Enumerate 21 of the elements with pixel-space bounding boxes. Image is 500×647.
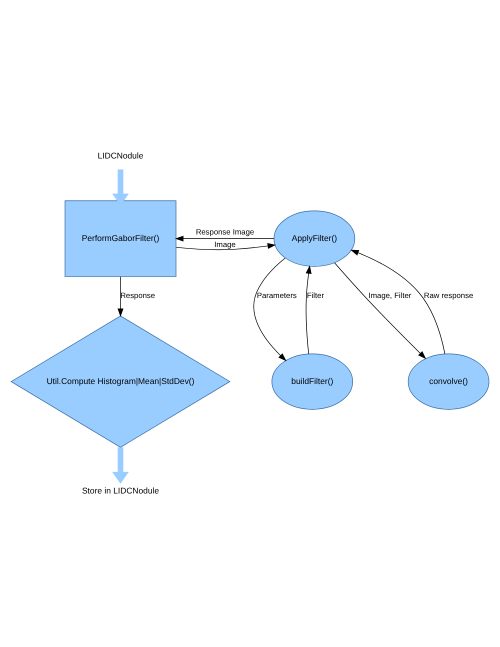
- edge-label: Filter: [306, 290, 324, 300]
- node-box: PerformGaborFilter(): [64, 200, 176, 276]
- node-ellipse: convolve(): [408, 353, 490, 410]
- arrow: [176, 242, 276, 250]
- arrow: [334, 262, 426, 359]
- arrow: [254, 257, 287, 361]
- arrow: [350, 249, 446, 354]
- arrow: [175, 235, 274, 242]
- edge-label: Image, Filter: [368, 290, 412, 300]
- edge-label: Raw response: [424, 290, 474, 300]
- arrow: [112, 446, 129, 484]
- node-text: LIDCNodule: [98, 150, 144, 160]
- node-diamond: Util.Compute Histogram|Mean|StdDev(): [10, 315, 231, 448]
- node-ellipse: ApplyFilter(): [274, 210, 356, 266]
- node-text: Store in LIDCNodule: [82, 485, 160, 496]
- edge-label: Response: [120, 290, 156, 300]
- edge-label: Image: [214, 239, 236, 248]
- edge-label: Response Image: [196, 226, 254, 236]
- arrow: [306, 264, 312, 354]
- arrow: [118, 276, 124, 316]
- edge-label: Parameters: [256, 290, 297, 300]
